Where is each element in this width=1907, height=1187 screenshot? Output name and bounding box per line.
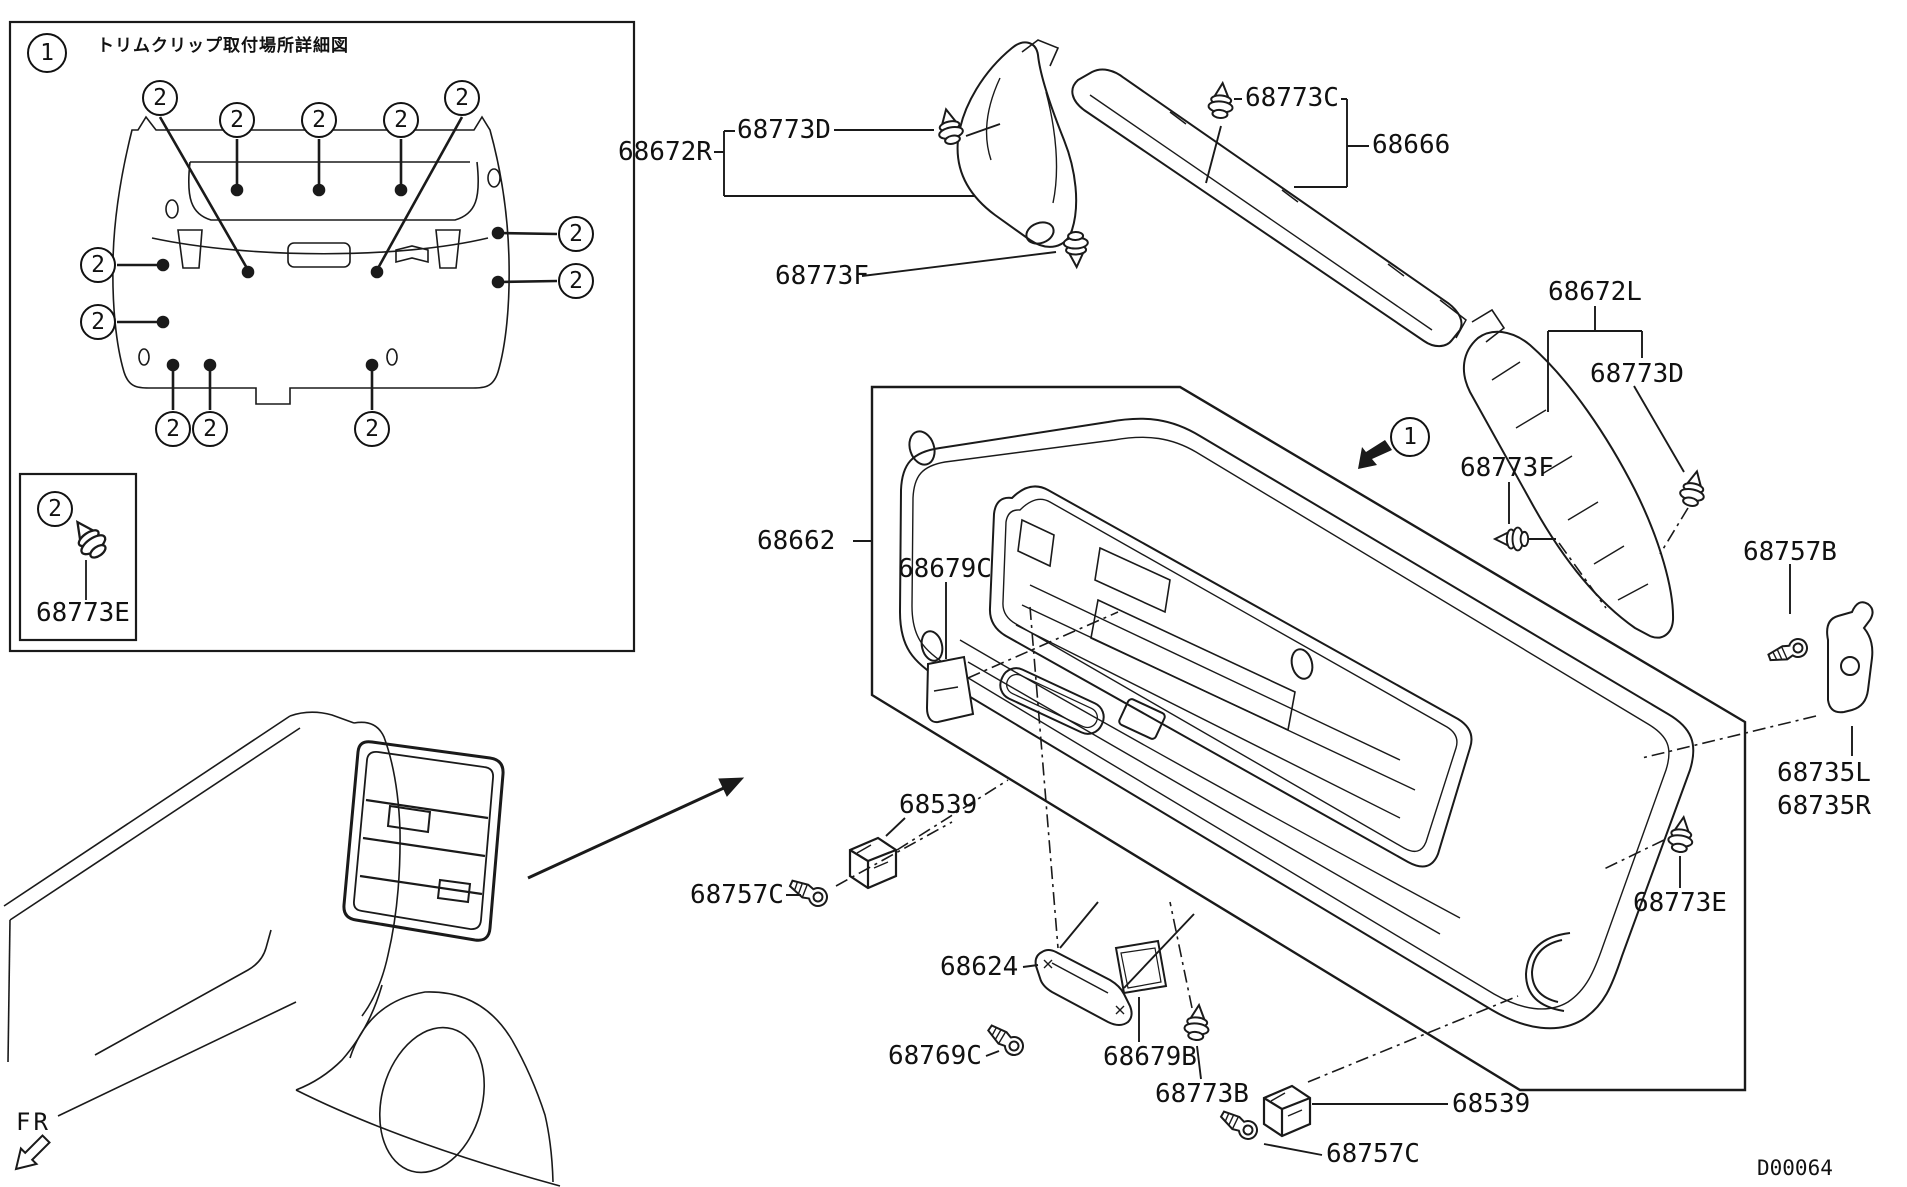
- part-label-68539-left: 68539: [899, 790, 978, 820]
- cover-68679B: [1114, 939, 1168, 995]
- part-label-68672L: 68672L: [1548, 277, 1642, 307]
- inset-detail-box: [8, 20, 636, 653]
- inset-callout-leaders: [117, 116, 558, 410]
- screw-icon: [1765, 635, 1811, 668]
- part-label-68773F-top: 68773F: [775, 261, 869, 291]
- callout-2-circle: 2: [80, 247, 116, 283]
- assist-grip-68624: [1034, 949, 1133, 1026]
- part-label-68773C: 68773C: [1245, 83, 1339, 113]
- cover-68679C: [925, 655, 975, 724]
- trim-clip-icon: [1676, 467, 1710, 510]
- part-label-68735R: 68735R: [1777, 791, 1871, 821]
- callout-2-clipbox: 2: [37, 491, 73, 527]
- callout-2-circle: 2: [142, 80, 178, 116]
- callout-2-circle: 2: [155, 411, 191, 447]
- callout-2-circle: 2: [192, 411, 228, 447]
- part-label-68666: 68666: [1372, 130, 1451, 160]
- screw-icon: [983, 1020, 1028, 1060]
- main-view-box: [870, 385, 1747, 1092]
- part-label-68773B: 68773B: [1155, 1079, 1249, 1109]
- screw-icon: [786, 875, 831, 910]
- trim-clip-icon: [65, 513, 114, 600]
- part-label-68662: 68662: [757, 526, 836, 556]
- callout-2-circle: 2: [354, 411, 390, 447]
- bracket-68757B-68735: [1826, 601, 1874, 714]
- quarter-trim-68672R: [956, 39, 1078, 248]
- screw-icon: [1216, 1106, 1262, 1144]
- tailgate-upper-garnish-68666: [1071, 68, 1467, 348]
- part-label-68624: 68624: [940, 952, 1019, 982]
- reference-arrow: [527, 777, 745, 880]
- trim-clip-icon: [1206, 81, 1236, 120]
- callout-2-circle: 2: [301, 102, 337, 138]
- tailgate-trim-panel: [898, 417, 1695, 1030]
- vehicle-sketch: [3, 711, 561, 1187]
- part-label-68773E-right: 68773E: [1633, 888, 1727, 918]
- vehicle-tailgate-trim-highlight: [342, 740, 505, 942]
- drawing-code: D00064: [1757, 1156, 1833, 1180]
- trim-clip-icon: [1493, 526, 1530, 552]
- fr-direction-arrow: [14, 1134, 51, 1171]
- part-label-68773E-inset: 68773E: [36, 598, 130, 628]
- part-label-68773D-top: 68773D: [737, 115, 831, 145]
- callout-2-circle: 2: [558, 216, 594, 252]
- part-label-68679C: 68679C: [898, 554, 992, 584]
- callout-2-circle: 2: [219, 102, 255, 138]
- grommet-icon: [848, 836, 898, 890]
- label-leader-lines: [714, 98, 1853, 1156]
- callout-2-circle: 2: [444, 80, 480, 116]
- part-label-68735L: 68735L: [1777, 758, 1871, 788]
- part-label-68672R: 68672R: [618, 137, 712, 167]
- callout-2-circle: 2: [558, 263, 594, 299]
- part-label-68757C-bottom: 68757C: [1326, 1139, 1420, 1169]
- trim-clip-icon: [1182, 1002, 1212, 1043]
- callout-1-inset: 1: [27, 33, 67, 73]
- part-label-68769C: 68769C: [888, 1041, 982, 1071]
- callout-1-main: 1: [1390, 417, 1430, 457]
- part-label-68539-bottom: 68539: [1452, 1089, 1531, 1119]
- part-label-68773F-mid: 68773F: [1460, 453, 1554, 483]
- callout-2-circle: 2: [383, 102, 419, 138]
- inset-panel-sketch: [112, 115, 510, 405]
- part-label-68679B: 68679B: [1103, 1042, 1197, 1072]
- fr-label: FR: [16, 1108, 51, 1136]
- callout-2-circle: 2: [80, 304, 116, 340]
- part-label-68757C-left: 68757C: [690, 880, 784, 910]
- callout-1-arrow: [1358, 440, 1392, 469]
- quarter-trim-68672L: [1462, 308, 1675, 639]
- trim-clip-icon: [1062, 230, 1090, 269]
- mounting-leader-dashdot: [835, 507, 1817, 1083]
- grommet-icon: [1262, 1084, 1312, 1138]
- part-label-68757B: 68757B: [1743, 537, 1837, 567]
- inset-title: トリムクリップ取付場所詳細図: [97, 36, 349, 56]
- part-label-68773D-right: 68773D: [1590, 359, 1684, 389]
